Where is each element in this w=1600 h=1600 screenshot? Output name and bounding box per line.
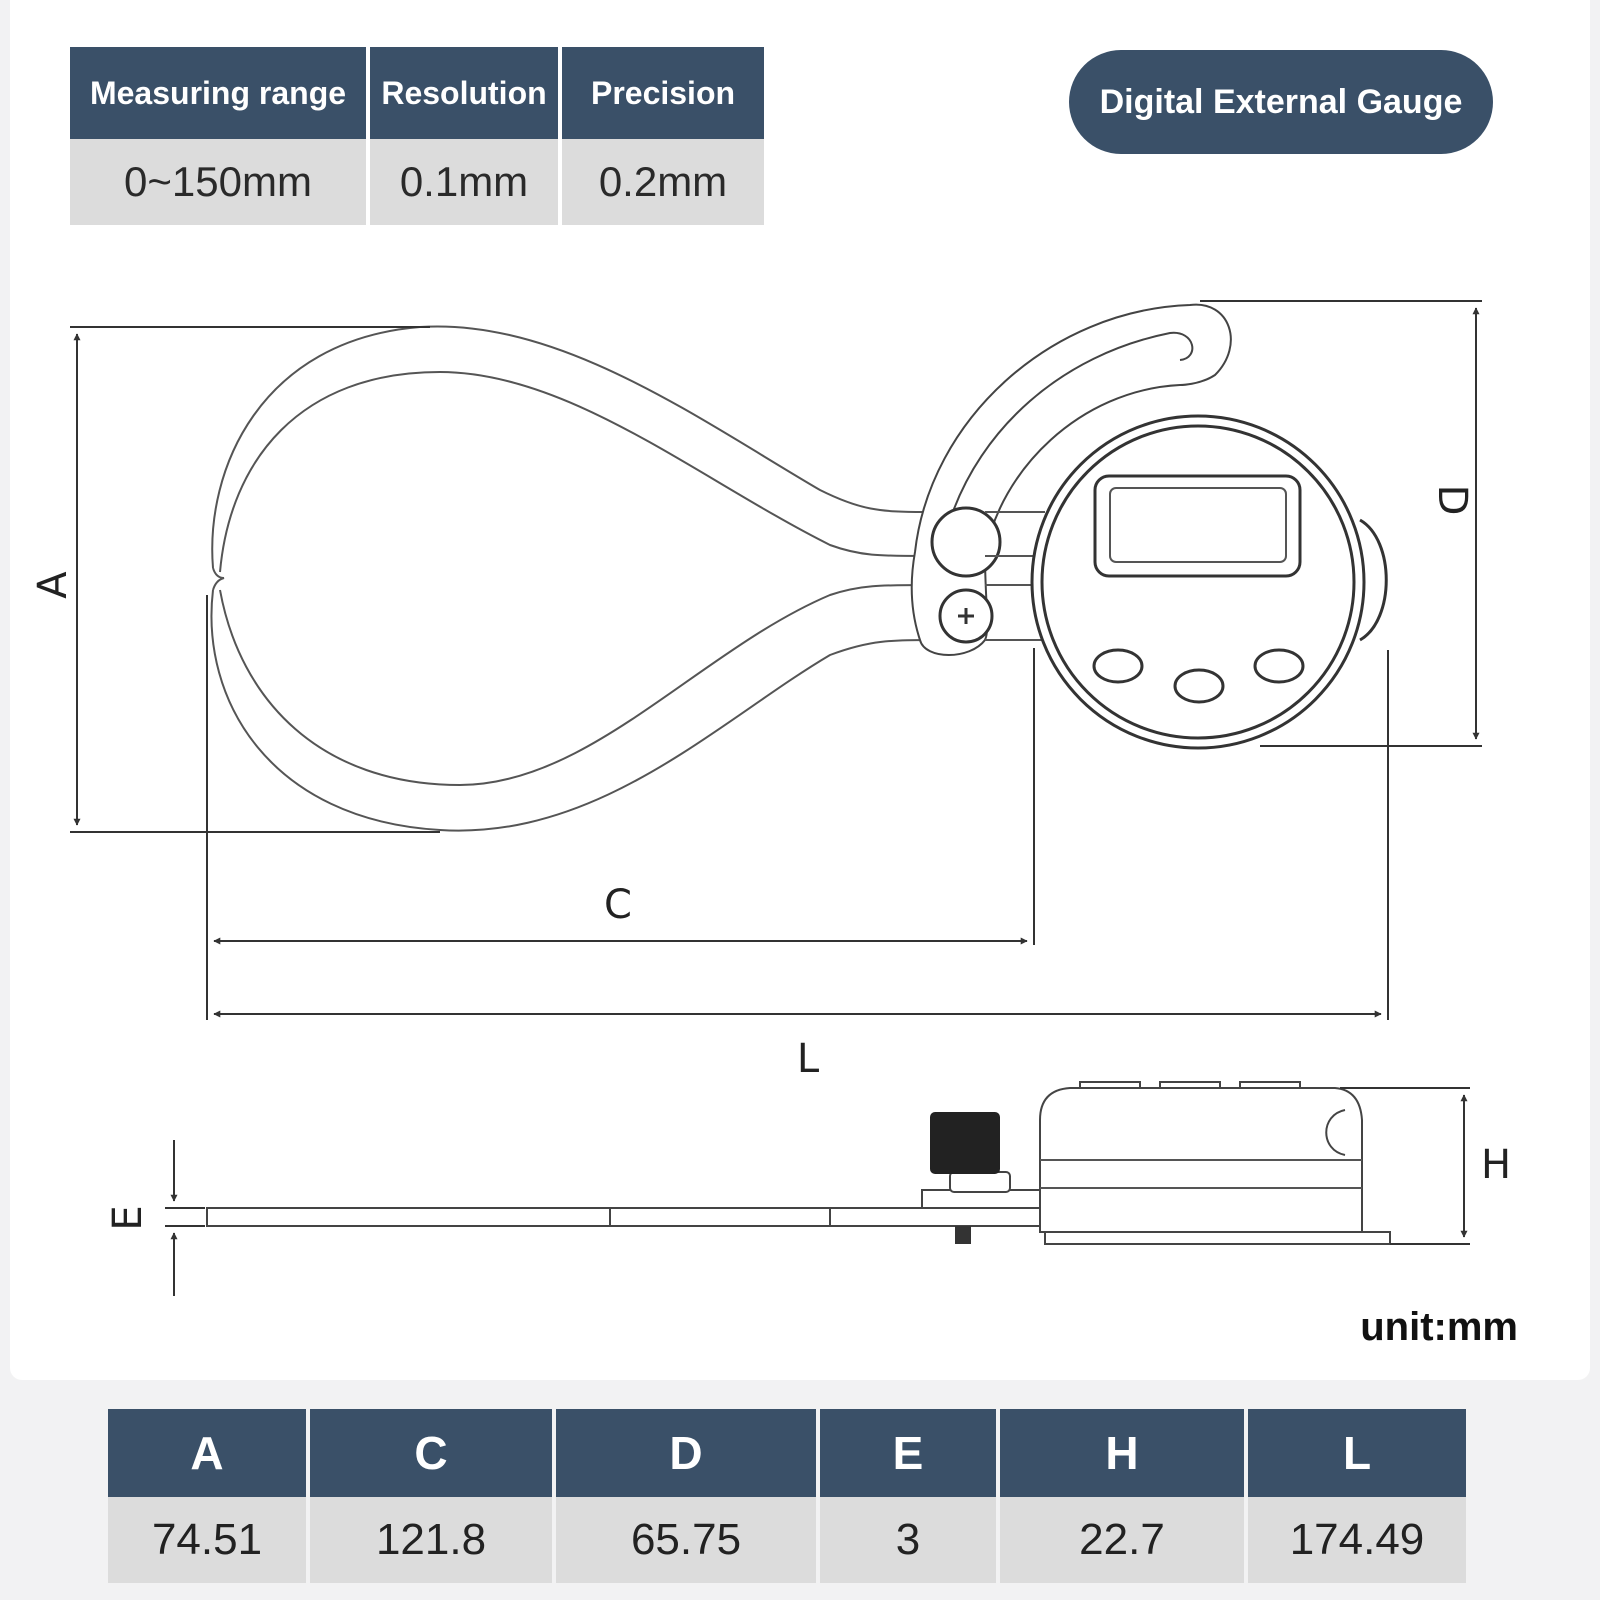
dial-body: [1030, 414, 1388, 750]
label-c: C: [604, 882, 632, 928]
dim-header-d: D: [556, 1409, 816, 1497]
lcd-display: [1093, 474, 1302, 578]
dim-header-l: L: [1248, 1409, 1466, 1497]
connector-bars: [985, 511, 1045, 641]
dimension-d: [1200, 300, 1482, 747]
dim-header-h: H: [1000, 1409, 1244, 1497]
dial-button-right: [1253, 648, 1305, 684]
dim-header-e: E: [820, 1409, 996, 1497]
label-a: A: [30, 571, 76, 599]
dial-button-left: [1092, 648, 1144, 684]
title-badge: Digital External Gauge: [1069, 50, 1493, 154]
dimension-h: [1340, 1087, 1470, 1245]
dim-value-h: 22.7: [1000, 1497, 1244, 1583]
dim-value-l: 174.49: [1248, 1497, 1466, 1583]
dim-header-c: C: [310, 1409, 552, 1497]
spec-value-precision: 0.2mm: [562, 139, 764, 225]
dimension-c: [206, 595, 1035, 1020]
label-e: E: [105, 1205, 151, 1230]
side-knob: [930, 1112, 1000, 1174]
spec-value-row: 0~150mm 0.1mm 0.2mm: [70, 139, 764, 225]
dimensions-table: A C D E H L 74.51 121.8 65.75 3 22.7 174…: [104, 1409, 1470, 1583]
dim-value-a: 74.51: [108, 1497, 306, 1583]
screw: [938, 588, 994, 644]
side-jaw: [206, 1207, 1058, 1227]
spec-header-row: Measuring range Resolution Precision: [70, 47, 764, 139]
spec-header-resolution: Resolution: [370, 47, 558, 139]
spec-value-resolution: 0.1mm: [370, 139, 558, 225]
caliper-jaws: [210, 325, 941, 832]
thumb-knob: [930, 506, 1002, 578]
dim-value-d: 65.75: [556, 1497, 816, 1583]
dimension-l: [213, 650, 1389, 1020]
dim-value-e: 3: [820, 1497, 996, 1583]
spec-value-measuring-range: 0~150mm: [70, 139, 366, 225]
spec-header-measuring-range: Measuring range: [70, 47, 366, 139]
label-d: D: [1429, 485, 1475, 516]
spec-header-precision: Precision: [562, 47, 764, 139]
dimension-e: [165, 1140, 205, 1296]
dimensions-header-row: A C D E H L: [108, 1409, 1466, 1497]
unit-label: unit:mm: [1360, 1305, 1518, 1349]
dim-value-c: 121.8: [310, 1497, 552, 1583]
label-l: L: [797, 1036, 820, 1082]
side-view: [206, 1081, 1391, 1245]
label-h: H: [1481, 1142, 1511, 1188]
gauge-drawing: A D C L H: [30, 300, 1511, 1296]
dimensions-value-row: 74.51 121.8 65.75 3 22.7 174.49: [108, 1497, 1466, 1583]
dial-button-middle: [1173, 668, 1225, 704]
spec-table: Measuring range Resolution Precision 0~1…: [66, 47, 768, 225]
dim-header-a: A: [108, 1409, 306, 1497]
dimension-a: [70, 326, 440, 833]
